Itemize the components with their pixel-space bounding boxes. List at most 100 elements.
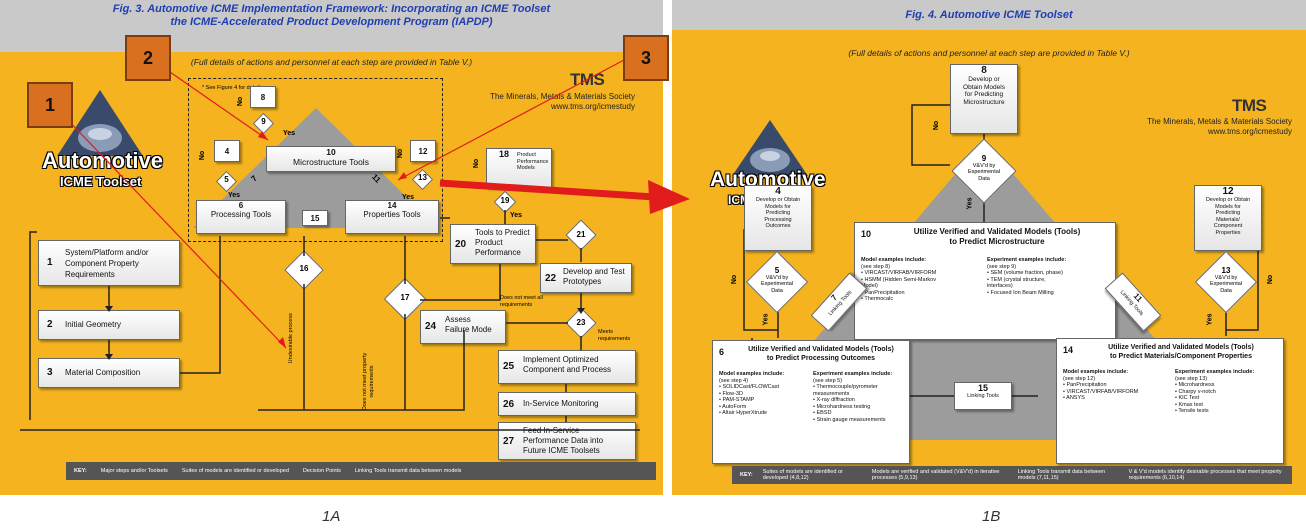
car-globe-icon <box>732 120 808 176</box>
step-24-number: 24 <box>425 321 437 332</box>
no-label-9: No <box>237 96 245 107</box>
key-bar: KEY: Major steps and/or Toolsets Suites … <box>66 462 656 480</box>
box-8-label: Develop or Obtain Models for Predicting … <box>963 76 1005 106</box>
step-20-tools-predict-performance: 20 Tools to Predict Product Performance <box>450 224 536 264</box>
figure-4-subtitle: (Full details of actions and personnel a… <box>848 48 1130 58</box>
title-bar <box>672 0 1306 30</box>
key-bar: KEY: Suites of models are identified or … <box>732 466 1292 484</box>
callout-badge-1: 1 <box>27 82 73 128</box>
yes-label-5: Yes <box>228 192 241 199</box>
box-10-microstructure-tools: 10 Utilize Verified and Validated Models… <box>854 222 1116 340</box>
box-14-title: Utilize Verified and Validated Models (T… <box>1108 344 1254 360</box>
box-6-models-heading: Model examples include: <box>719 371 785 377</box>
step-27-number: 27 <box>503 436 515 447</box>
no-label-19: No <box>473 158 481 169</box>
step-16-label: 16 <box>299 264 309 273</box>
step-3-number: 3 <box>47 367 53 378</box>
box-12-develop-properties-models: 12 Develop or Obtain Models for Predicti… <box>1194 185 1262 251</box>
step-20-label: Tools to Predict Product Performance <box>475 228 530 257</box>
meets-requirements-label: Meets requirements <box>598 329 631 342</box>
step-25-number: 25 <box>503 361 515 372</box>
not-meet-all-label: Does not meet all requirements <box>500 295 543 308</box>
key-item-desirable: V & V'd models identify desirable proces… <box>1128 469 1282 481</box>
step-24-assess-failure-mode: 24 Assess Failure Mode <box>420 310 506 344</box>
step-10-microstructure-tools: 10 Microstructure Tools <box>266 146 396 172</box>
yes-label-9: Yes <box>966 197 974 210</box>
box-6-processing-tools: 6 Utilize Verified and Validated Models … <box>712 340 910 464</box>
step-26-in-service-monitoring: 26 In-Service Monitoring <box>498 392 636 416</box>
step-1-number: 1 <box>47 257 53 268</box>
step-19-label: 19 <box>500 196 510 205</box>
step-23-label: 23 <box>576 318 586 327</box>
key-title: KEY: <box>74 468 87 474</box>
box-14-exp-list: • Microhardness • Charpy v-notch • KIC T… <box>1175 382 1216 414</box>
title-bar <box>0 0 663 52</box>
box-10-models-list: • VIRCAST/VIRFAB/VIRFORM • HSMM (Hidden … <box>861 270 937 302</box>
tms-logo: TMS <box>1232 96 1267 115</box>
box-10-exp-sub: (see step 9) <box>987 263 1017 270</box>
key-item-vv: Models are verified and validated (V&V'd… <box>871 469 1000 481</box>
step-17-label: 17 <box>400 293 410 302</box>
box-10-title: Utilize Verified and Validated Models (T… <box>913 227 1081 246</box>
step-25-label: Implement Optimized Component and Proces… <box>523 355 612 374</box>
box-6-exp-list: • Thermocouple/pyrometer measurements • … <box>813 384 886 423</box>
box-10-models: Model examples include: (see step 8) • V… <box>861 257 985 303</box>
step-25-implement-optimized: 25 Implement Optimized Component and Pro… <box>498 350 636 384</box>
box-6-number: 6 <box>719 347 725 357</box>
no-label-5: No <box>199 150 207 161</box>
box-14-number: 14 <box>1063 345 1074 355</box>
box-15-label: Linking Tools <box>967 393 999 399</box>
figure-3-title: Fig. 3. Automotive ICME Implementation F… <box>112 3 551 28</box>
box-13-number: 13 <box>1221 266 1231 275</box>
box-15-number: 15 <box>977 383 988 393</box>
box-15-linking-tools: 15 Linking Tools <box>954 382 1012 410</box>
box-6-exp-sub: (see step 5) <box>813 377 843 384</box>
yes-label-19: Yes <box>510 212 523 219</box>
step-21-label: 21 <box>576 230 586 239</box>
box-10-exp-list: • SEM (volume fraction, phase) • TEM (cr… <box>987 270 1063 296</box>
box-14-experiments: Experiment examples include: (see step 1… <box>1175 369 1281 415</box>
step-10-label: Microstructure Tools <box>293 157 369 167</box>
box-14-models-sub: (see step 12) <box>1063 375 1096 382</box>
box-10-exp-heading: Experiment examples include: <box>987 257 1067 263</box>
box-14-models-heading: Model examples include: <box>1063 369 1129 375</box>
box-6-experiments: Experiment examples include: (see step 5… <box>813 371 909 423</box>
box-4-develop-processing-models: 4 Develop or Obtain Models for Predictin… <box>744 185 812 251</box>
step-15-linking-box: 15 <box>302 210 328 226</box>
box-6-exp-heading: Experiment examples include: <box>813 371 893 377</box>
key-item-linking: Linking Tools transmit data between mode… <box>354 468 462 474</box>
box-10-models-heading: Model examples include: <box>861 257 927 263</box>
key-item-steps: Major steps and/or Toolsets <box>100 468 168 474</box>
box-10-number: 10 <box>861 229 872 239</box>
box-14-models: Model examples include: (see step 12) • … <box>1063 369 1171 402</box>
key-item-suites: Suites of models are identified or devel… <box>762 469 843 481</box>
step-14-label: Properties Tools <box>363 210 421 219</box>
box-5-text: 5 V&V'd by Experimental Data <box>750 267 804 294</box>
key-item-linking: Linking Tools transmit data between mode… <box>1017 469 1106 481</box>
yes-label-13: Yes <box>1206 313 1214 326</box>
tms-org-text: The Minerals, Metals & Materials Society… <box>1147 117 1292 136</box>
step-14-number: 14 <box>387 201 397 210</box>
caption-1b: 1B <box>982 508 1001 525</box>
step-10-number: 10 <box>326 147 336 157</box>
box-5-label: V&V'd by Experimental Data <box>760 274 794 294</box>
box-13-text: 13 V&V'd by Experimental Data <box>1199 266 1253 294</box>
box-14-exp-heading: Experiment examples include: <box>1175 369 1255 375</box>
box-14-exp-sub: (see step 13) <box>1175 375 1208 382</box>
figure-4-title: Fig. 4. Automotive ICME Toolset <box>905 9 1073 21</box>
figure-3-subtitle: (Full details of actions and personnel a… <box>190 57 473 67</box>
box-14-properties-tools: 14 Utilize Verified and Validated Models… <box>1056 338 1284 464</box>
step-26-number: 26 <box>503 399 515 410</box>
box-9-label: V&V'd by Experimental Data <box>967 162 1001 182</box>
box-6-title: Utilize Verified and Validated Models (T… <box>748 346 894 362</box>
caption-1a: 1A <box>322 508 341 525</box>
step-20-number: 20 <box>455 239 467 250</box>
key-item-suites: Suites of models are identified or devel… <box>181 468 289 474</box>
callout-badge-2: 2 <box>125 35 171 81</box>
no-label-5: No <box>731 274 739 285</box>
no-label-13: No <box>1267 274 1275 285</box>
yes-label-9: Yes <box>283 130 296 137</box>
key-item-decision: Decision Points <box>302 468 341 474</box>
step-24-label: Assess Failure Mode <box>445 315 492 334</box>
figure-4-panel: Fig. 4. Automotive ICME Toolset (Full de… <box>672 0 1306 495</box>
